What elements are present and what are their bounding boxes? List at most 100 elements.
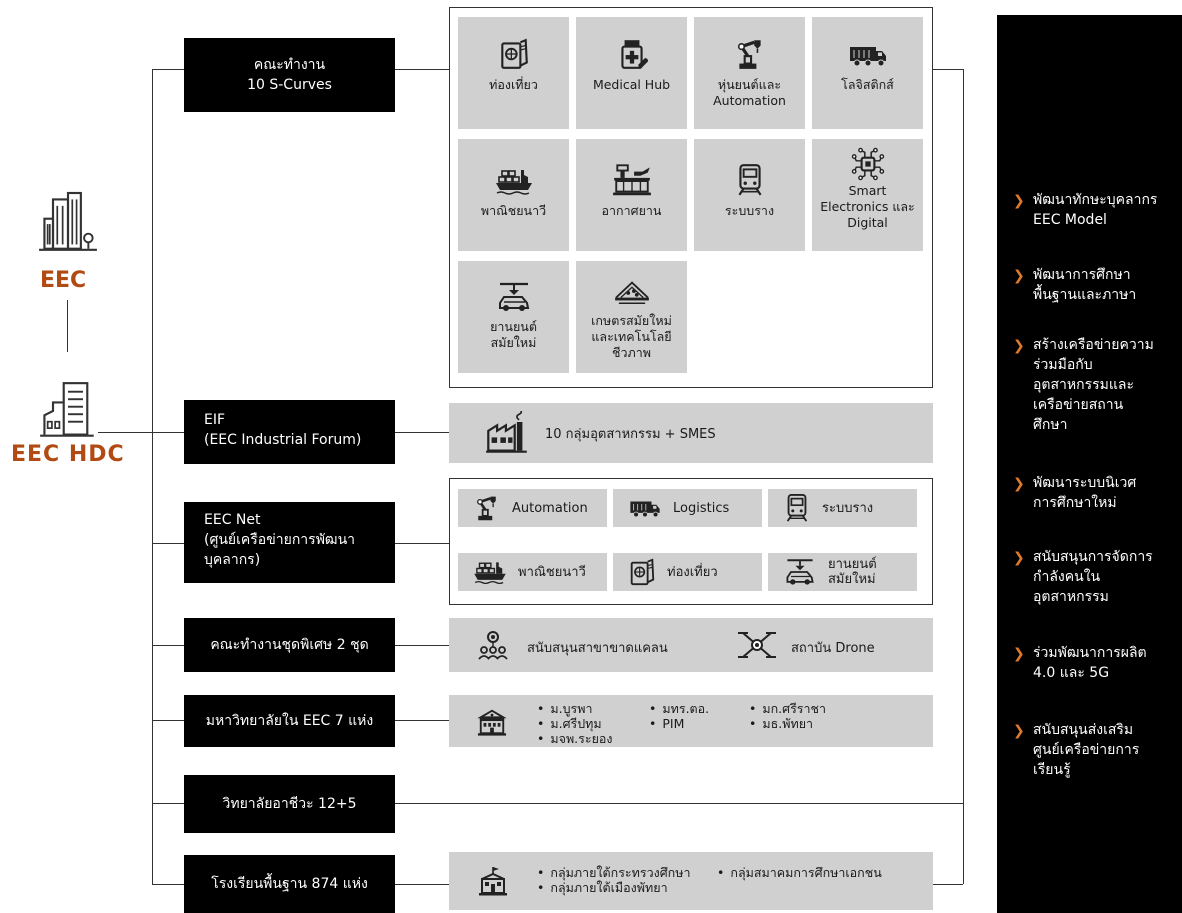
chevron-right-icon: ❯ xyxy=(1013,476,1025,492)
school-item: กลุ่มภายใต้กระทรวงศึกษา xyxy=(537,865,690,880)
tile-label: ระบบราง xyxy=(724,203,775,218)
s-curves-label-box: คณะทำงาน 10 S-Curves xyxy=(184,38,395,112)
city-buildings-icon xyxy=(38,190,98,256)
tile-label: หุ่นยนต์และ xyxy=(717,77,782,92)
school-icon xyxy=(477,865,509,897)
university-building-icon xyxy=(477,707,507,737)
tile-agritech: เกษตรสมัยใหม่ และเทคโนโลยี ชีวภาพ xyxy=(576,261,687,373)
tile-label: Electronics และ xyxy=(820,199,915,214)
tile-medical-hub: Medical Hub xyxy=(576,17,687,129)
branch-line xyxy=(152,803,184,804)
chevron-right-icon: ❯ xyxy=(1013,646,1025,662)
eif-label-box: EIF (EEC Industrial Forum) xyxy=(184,400,395,464)
tile-label: พาณิชยนาวี xyxy=(480,203,547,218)
net-cell-logistics: Logistics xyxy=(613,489,762,527)
net-cell-rail: ระบบราง xyxy=(768,489,917,527)
truck-icon xyxy=(627,495,663,521)
net-cell-modern-auto: ยานยนต์ สมัยใหม่ xyxy=(768,553,917,591)
chevron-right-icon: ❯ xyxy=(1013,550,1025,566)
tile-label: โลจิสติกส์ xyxy=(841,77,894,92)
smart-farm-icon xyxy=(612,277,652,307)
goal-line: EEC Model xyxy=(1033,212,1107,228)
branch-line xyxy=(152,720,184,721)
net-cell-automation: Automation xyxy=(458,489,607,527)
tile-label: ชีวภาพ xyxy=(611,345,651,360)
cell-label: พาณิชยนาวี xyxy=(518,564,586,580)
eif-label-line: EIF xyxy=(204,412,226,428)
universities-content-box: ม.บูรพา ม.ศรีปทุม มจพ.ระยอง มทร.ตอ. PIM … xyxy=(449,695,933,747)
goal-line: ศึกษา xyxy=(1033,417,1068,433)
cargo-ship-icon xyxy=(472,558,508,586)
hdc-building-icon xyxy=(38,378,98,444)
cell-label: Automation xyxy=(512,500,588,516)
s-curves-label-line: 10 S-Curves xyxy=(247,77,332,93)
university-item: มก.ศรีราชา xyxy=(749,701,826,716)
tile-label: Automation xyxy=(713,93,786,108)
school-item: กลุ่มสมาคมการศึกษาเอกชน xyxy=(717,865,881,880)
tile-label: ยานยนต์ xyxy=(490,319,537,334)
university-item: มจพ.ระยอง xyxy=(537,731,612,746)
goal-line: อุตสาหกรรมและ xyxy=(1033,377,1135,393)
goal-line: การศึกษาใหม่ xyxy=(1033,495,1117,511)
universities-label-box: มหาวิทยาลัยใน EEC 7 แห่ง xyxy=(184,695,395,747)
special-item-label: สถาบัน Drone xyxy=(791,641,875,656)
link-line xyxy=(395,720,449,721)
tree-trunk-line xyxy=(152,69,153,884)
branch-line xyxy=(152,543,184,544)
cell-label: Logistics xyxy=(673,500,730,516)
eec-net-label-line: บุคลากร) xyxy=(204,552,261,568)
tile-robotics: หุ่นยนต์และ Automation xyxy=(694,17,805,129)
drone-icon xyxy=(737,629,777,661)
goal-line: พัฒนาการศึกษา xyxy=(1033,267,1131,283)
schools-label-box: โรงเรียนพื้นฐาน 874 แห่ง xyxy=(184,855,395,913)
cell-label: สมัยใหม่ xyxy=(828,572,876,587)
eif-content-text: 10 กลุ่มอุตสาหกรรม + SMES xyxy=(545,426,716,442)
tile-smart-electronics: Smart Electronics และ Digital xyxy=(812,139,923,251)
tile-label: และเทคโนโลยี xyxy=(591,329,672,344)
net-cell-maritime: พาณิชยนาวี xyxy=(458,553,607,591)
tile-label: สมัยใหม่ xyxy=(490,335,537,350)
eec-net-label-line: (ศูนย์เครือข่ายการพัฒนา xyxy=(204,532,355,548)
car-assembly-icon xyxy=(782,557,818,587)
cell-label: ยานยนต์ xyxy=(828,557,877,572)
tile-label: เกษตรสมัยใหม่ xyxy=(591,313,672,328)
eif-content-box: 10 กลุ่มอุตสาหกรรม + SMES xyxy=(449,403,933,463)
s-curves-label-line: คณะทำงาน xyxy=(253,57,326,73)
net-cell-tourism: ท่องเที่ยว xyxy=(613,553,762,591)
tile-aviation: อากาศยาน xyxy=(576,139,687,251)
goal-line: 4.0 และ 5G xyxy=(1033,665,1110,681)
goal-line: สนับสนุนการจัดการ xyxy=(1033,549,1153,565)
link-line-vocational xyxy=(395,803,963,804)
special-item-label: สนับสนุนสาขาขาดแคลน xyxy=(527,641,668,656)
eec-net-label-line: EEC Net xyxy=(204,512,261,528)
goal-line: ศูนย์เครือข่ายการ xyxy=(1033,742,1140,758)
link-line xyxy=(395,543,449,544)
school-item: กลุ่มภายใต้เมืองพัทยา xyxy=(537,880,690,895)
university-item: มทร.ตอ. xyxy=(649,701,709,716)
university-item: มธ.พัทยา xyxy=(749,716,826,731)
chevron-right-icon: ❯ xyxy=(1013,268,1025,284)
tile-tourism: ท่องเที่ยว xyxy=(458,17,569,129)
circuit-chip-icon xyxy=(851,147,885,181)
goal-line: พัฒนาทักษะบุคลากร xyxy=(1033,192,1158,208)
car-assembly-icon xyxy=(493,281,535,313)
universities-label: มหาวิทยาลัยใน EEC 7 แห่ง xyxy=(205,713,374,729)
truck-icon xyxy=(847,39,889,71)
chevron-right-icon: ❯ xyxy=(1013,338,1025,354)
eif-label-line: (EEC Industrial Forum) xyxy=(204,432,362,448)
goal-line: เรียนรู้ xyxy=(1033,762,1071,778)
branch-line xyxy=(152,884,184,885)
goal-line: กำลังคนใน xyxy=(1033,569,1101,585)
tile-maritime: พาณิชยนาวี xyxy=(458,139,569,251)
link-line xyxy=(395,432,449,433)
schools-label: โรงเรียนพื้นฐาน 874 แห่ง xyxy=(211,876,368,892)
goal-line: พื้นฐานและภาษา xyxy=(1033,287,1137,303)
link-line xyxy=(395,884,449,885)
cargo-ship-icon xyxy=(493,165,535,197)
medicine-bottle-icon xyxy=(615,37,649,71)
tile-label: Digital xyxy=(847,215,888,230)
university-item: ม.ศรีปทุม xyxy=(537,716,613,731)
special-label-box: คณะทำงานชุดพิเศษ 2 ชุด xyxy=(184,618,395,672)
branch-line xyxy=(152,645,184,646)
link-line xyxy=(395,645,449,646)
